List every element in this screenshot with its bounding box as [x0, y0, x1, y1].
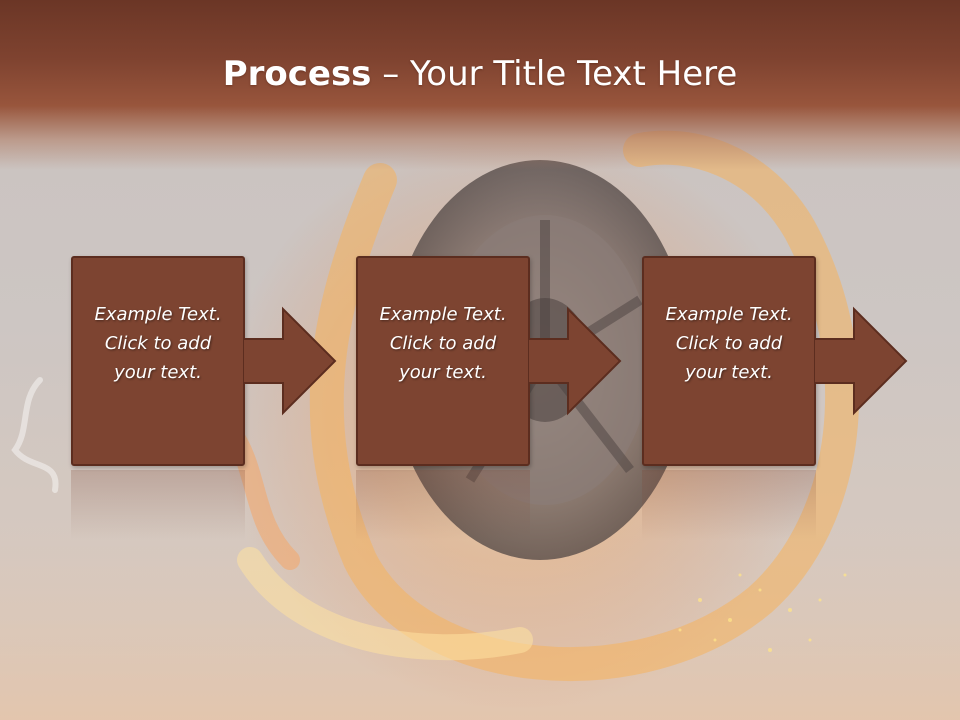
step-reflection-1 [71, 470, 245, 540]
step-reflection-3 [642, 470, 816, 540]
step-reflection-2 [356, 470, 530, 540]
right-arrow-icon [814, 306, 908, 416]
title-rest-text: – Your Title Text Here [371, 54, 738, 94]
right-arrow-icon [243, 306, 337, 416]
title-bar [0, 0, 960, 170]
process-step-box-3[interactable]: Example Text. Click to add your text. [642, 256, 816, 466]
process-step-box-1[interactable]: Example Text. Click to add your text. [71, 256, 245, 466]
slide-title[interactable]: Process – Your Title Text Here [0, 52, 960, 96]
title-bold-text: Process [222, 54, 372, 94]
step-text-1: Example Text. Click to add your text. [94, 303, 222, 383]
process-step-box-2[interactable]: Example Text. Click to add your text. [356, 256, 530, 466]
right-arrow-icon [528, 306, 622, 416]
step-text-2: Example Text. Click to add your text. [379, 303, 507, 383]
step-text-3: Example Text. Click to add your text. [665, 303, 793, 383]
